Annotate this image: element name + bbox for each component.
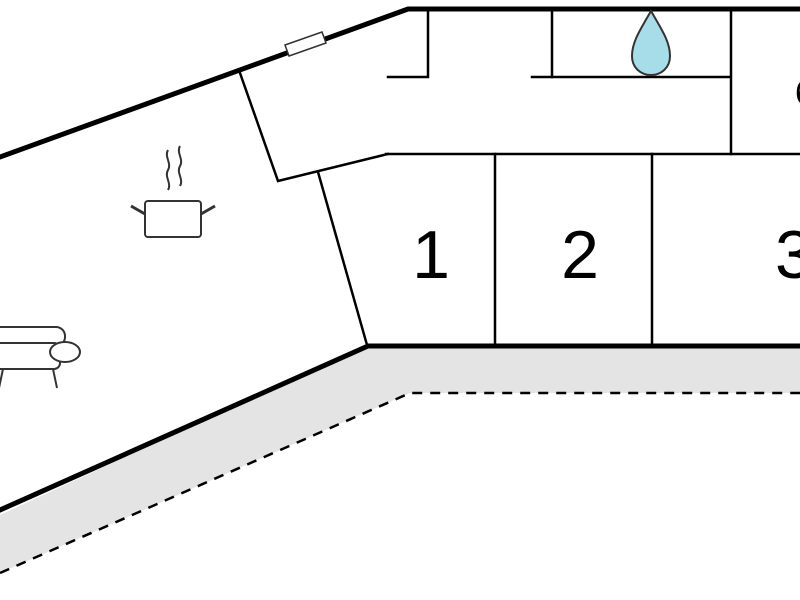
terrace-dashed-edge [0, 391, 800, 575]
inner-wall-closet [386, 9, 430, 79]
room-1-label: 1 [412, 217, 450, 293]
terrace [0, 346, 800, 573]
inner-wall-bedroom1-left [316, 170, 369, 347]
inner-wall-entry [238, 71, 390, 183]
outer-wall-top [0, 6, 800, 160]
inner-wall-bathroom [530, 9, 554, 79]
window-icon [284, 31, 327, 57]
partial-room-label: 6 [795, 74, 800, 112]
room-3-label: 3 [775, 217, 800, 293]
kitchen-pot-icon [130, 145, 216, 238]
water-drop-icon [630, 9, 672, 77]
sofa-icon [0, 326, 81, 389]
room-2-label: 2 [561, 217, 599, 293]
